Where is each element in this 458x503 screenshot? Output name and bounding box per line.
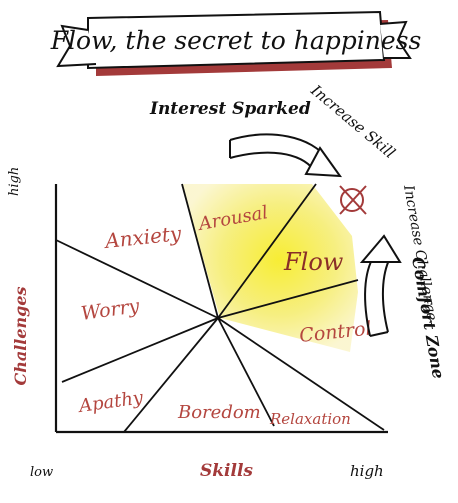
flow-highlight — [182, 184, 358, 352]
banner-left-tail — [56, 24, 97, 68]
divider-line — [61, 317, 219, 383]
y-high-label: high — [7, 167, 22, 196]
increase-challenge-arrow-icon — [359, 234, 402, 337]
zone-anxiety: Anxiety — [102, 221, 183, 253]
divider-line — [181, 183, 219, 319]
divider-line — [217, 279, 359, 319]
x-low-label: low — [30, 465, 53, 480]
divider-line — [217, 183, 317, 319]
x-axis-label: Skills — [200, 461, 253, 481]
zone-worry: Worry — [80, 295, 141, 325]
zone-apathy: Apathy — [76, 387, 145, 417]
page-title: Flow, the secret to happiness — [50, 26, 422, 55]
divider-line — [55, 239, 219, 319]
divider-line — [217, 317, 385, 431]
x-high-label: high — [350, 462, 384, 480]
zone-boredom: Boredom — [177, 402, 261, 423]
zone-relaxation: Relaxation — [269, 410, 351, 428]
zone-dividers — [55, 183, 385, 433]
interest-sparked-label: Interest Sparked — [149, 99, 311, 119]
title-banner: Flow, the secret to happiness — [50, 10, 422, 76]
zone-flow: Flow — [283, 248, 344, 276]
axes — [54, 184, 388, 434]
divider-line — [217, 317, 275, 427]
y-axis-label: Challenges — [11, 286, 30, 385]
interest-arrow-icon — [229, 133, 343, 178]
divider-line — [123, 317, 219, 433]
target-icon — [339, 185, 367, 215]
axis-labels: Challenges Skills high low high — [7, 167, 384, 481]
banner-right-tail — [379, 20, 412, 59]
comfort-zone-label: Comfort Zone — [408, 255, 448, 380]
